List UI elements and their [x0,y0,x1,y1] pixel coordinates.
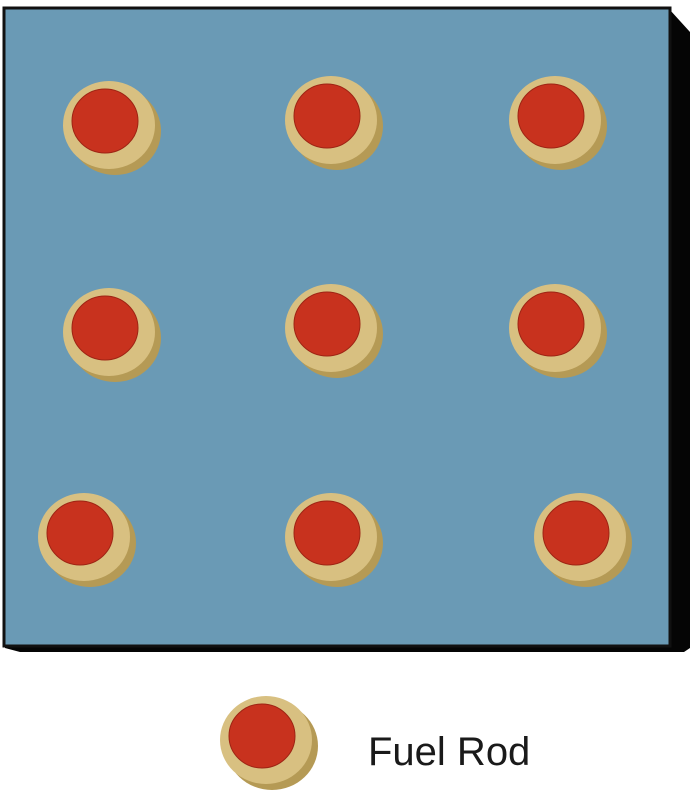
legend-label: Fuel Rod [368,732,530,772]
fuel-rod-icon [220,696,318,790]
